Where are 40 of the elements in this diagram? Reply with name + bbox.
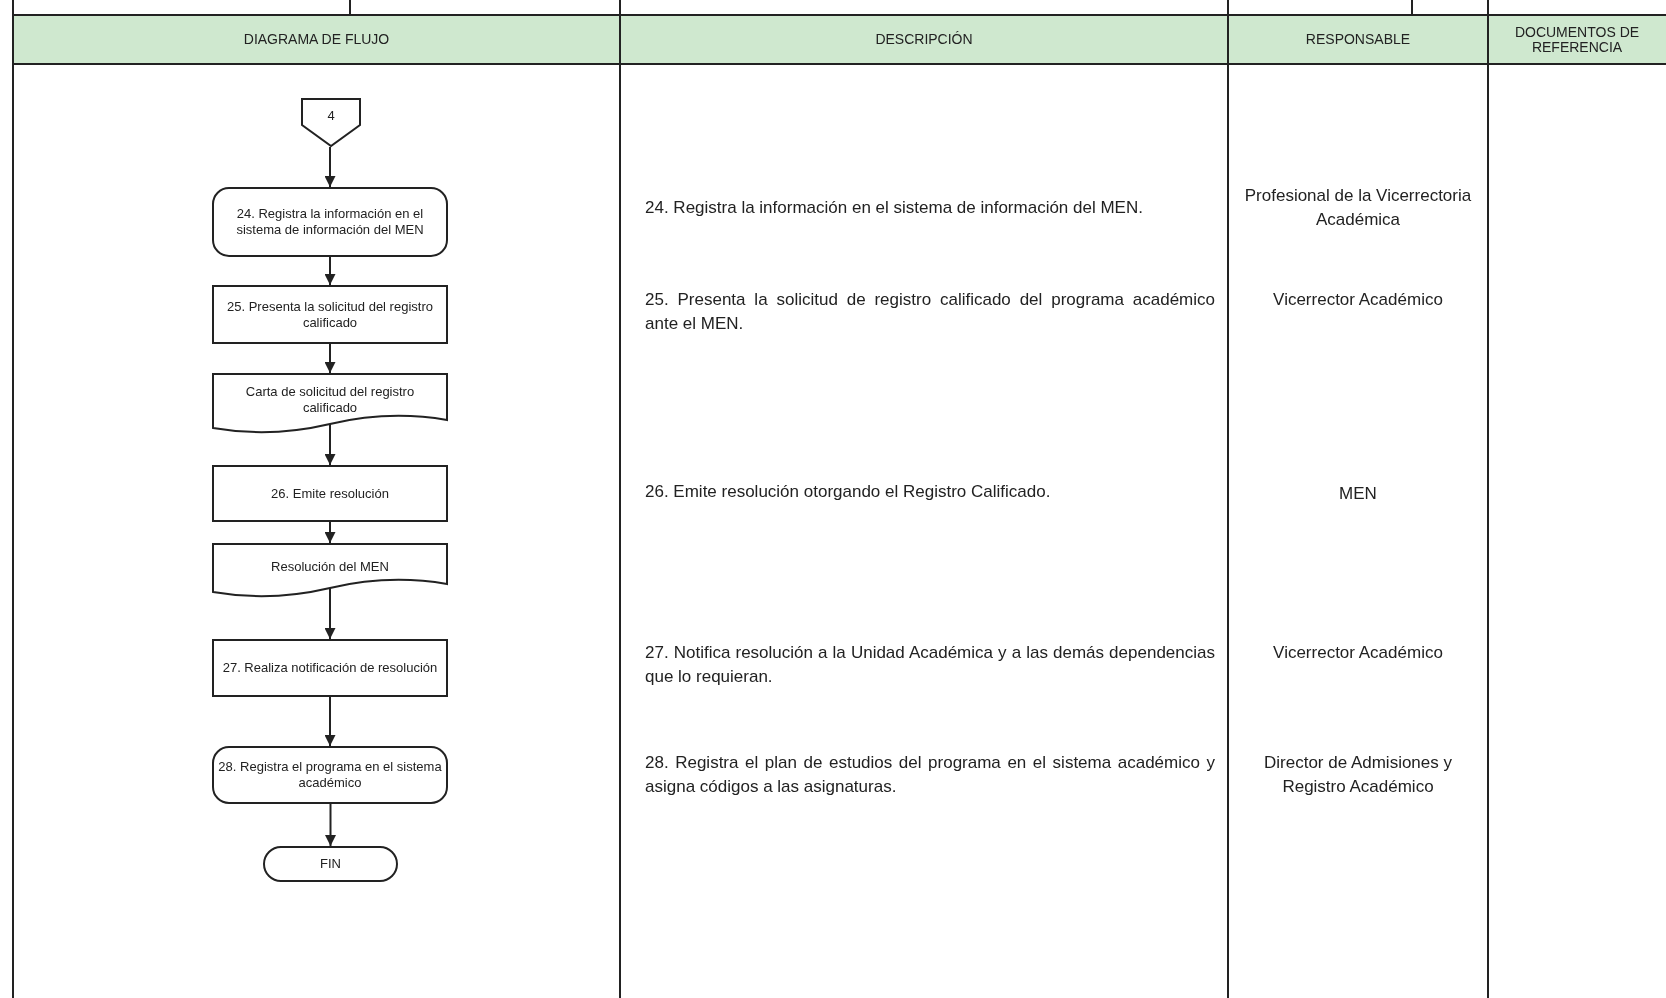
arrow: [324, 423, 336, 466]
description-text: 28. Registra el plan de estudios del programa en el sistema académico y asigna códigos a las asignaturas.: [645, 753, 1215, 796]
document-shape: [212, 373, 448, 436]
arrow: [324, 521, 336, 544]
responsible-text: Director de Admisiones y Registro Académico: [1264, 753, 1452, 796]
responsible-text: Vicerrector Académico: [1273, 290, 1443, 309]
node-text: 24. Registra la información en el sistema de información del MEN: [235, 206, 425, 238]
node-text: 25. Presenta la solicitud del registro calificado: [226, 298, 434, 331]
arrow: [324, 146, 336, 188]
node-text: Resolución del MEN: [271, 558, 389, 575]
responsible-text: Vicerrector Académico: [1273, 643, 1443, 662]
arrow: [324, 343, 336, 374]
arrow: [324, 587, 336, 640]
terminator: [263, 846, 398, 882]
rounded-process-box: [212, 746, 448, 804]
description-text: 25. Presenta la solicitud de registro calificado del programa académico ante el MEN.: [645, 290, 1215, 333]
node-text: Carta de solicitud del registro calificado: [244, 383, 416, 416]
responsible-text: Profesional de la Vicerrectoria Académica: [1244, 186, 1472, 229]
column-header: DOCUMENTOS DE REFERENCIA: [1513, 24, 1641, 55]
document-shape: [212, 543, 448, 600]
description-text: 27. Notifica resolución a la Unidad Académica y a las demás dependencias que lo requieran.: [645, 643, 1215, 686]
arrow: [325, 803, 336, 847]
process-box: [212, 639, 448, 697]
node-text: 27. Realiza notificación de resolución: [222, 660, 438, 676]
column-header: RESPONSABLE: [1305, 32, 1411, 47]
off-page-connector: [301, 98, 361, 147]
node-text: 28. Registra el programa en el sistema académico: [218, 759, 442, 791]
process-box: [212, 285, 448, 344]
column-header: DIAGRAMA DE FLUJO: [243, 32, 390, 47]
arrow: [324, 256, 336, 286]
description-text: 24. Registra la información en el sistema de información del MEN.: [645, 198, 1143, 217]
process-box: [212, 465, 448, 522]
responsible-text: MEN: [1339, 484, 1377, 503]
node-text: 26. Emite resolución: [271, 485, 389, 502]
node-text: 4: [327, 107, 335, 124]
description-text: 26. Emite resolución otorgando el Registro Calificado.: [645, 482, 1051, 501]
node-text: FIN: [320, 856, 341, 872]
rounded-process-box: [212, 187, 448, 257]
column-header: DESCRIPCIÓN: [875, 32, 973, 47]
arrow: [324, 696, 336, 747]
